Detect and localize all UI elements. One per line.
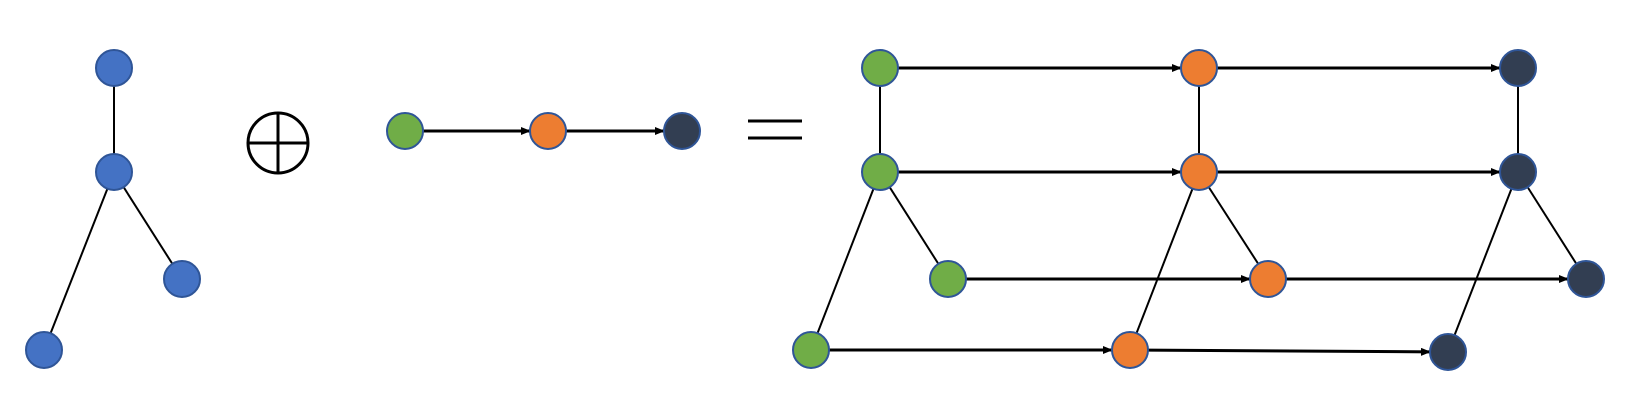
product-node-orange-t3 — [1111, 331, 1149, 369]
product-node-navy-t3 — [1429, 333, 1467, 371]
equals-operator — [748, 119, 802, 140]
product-node-orange-t1 — [1180, 153, 1218, 191]
tree-edge-1 — [113, 171, 183, 280]
tree-edge-2 — [43, 171, 115, 351]
path-graph — [386, 112, 701, 150]
product-edge-navy-2 — [1447, 171, 1519, 353]
product-node-green-t2 — [929, 260, 967, 298]
product-edge-orange-1 — [1198, 171, 1269, 280]
tree-graph — [25, 49, 201, 369]
path-node-p0 — [386, 112, 424, 150]
path-node-p2 — [663, 112, 701, 150]
tree-node-t1 — [95, 153, 133, 191]
product-edge-orange-2 — [1129, 171, 1200, 351]
product-node-green-t3 — [792, 331, 830, 369]
product-edge-green-2 — [810, 171, 881, 351]
tree-node-t3 — [25, 331, 63, 369]
product-node-orange-t2 — [1249, 260, 1287, 298]
product-edge-green-1 — [879, 171, 949, 280]
product-node-navy-t0 — [1499, 49, 1537, 87]
tree-node-t0 — [95, 49, 133, 87]
product-arrow-t3-orange-navy — [1147, 347, 1432, 356]
product-node-green-t1 — [861, 153, 899, 191]
product-node-navy-t2 — [1567, 260, 1605, 298]
product-graph — [792, 49, 1605, 371]
product-node-navy-t1 — [1499, 153, 1537, 191]
product-node-green-t0 — [861, 49, 899, 87]
product-edge-navy-1 — [1517, 171, 1587, 280]
direct-sum-operator — [246, 111, 310, 175]
product-node-orange-t0 — [1180, 49, 1218, 87]
tree-node-t2 — [163, 260, 201, 298]
path-node-p1 — [529, 112, 567, 150]
